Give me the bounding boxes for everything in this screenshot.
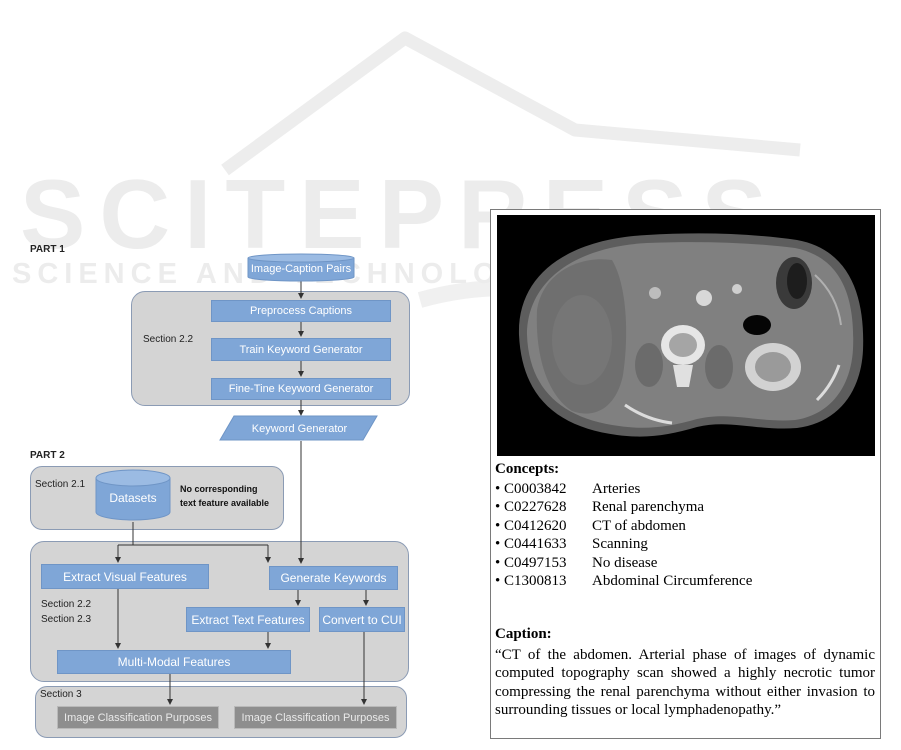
concept-name: No disease bbox=[592, 554, 658, 571]
part2-label: PART 2 bbox=[30, 450, 65, 461]
no-text-feature-note: No corresponding text feature available bbox=[180, 482, 269, 510]
bullet: • bbox=[495, 499, 501, 516]
keyword-generator-shape bbox=[219, 415, 378, 441]
example-panel: Concepts: • C0003842 Arteries • C0227628 R… bbox=[490, 209, 881, 739]
keyword-generator-node: Keyword Generator bbox=[251, 422, 348, 435]
note-line-1: No corresponding bbox=[180, 484, 258, 494]
generate-keywords-node: Generate Keywords bbox=[269, 566, 398, 590]
classification-left-node: Image Classification Purposes bbox=[57, 706, 219, 729]
ct-scan-image bbox=[497, 215, 875, 456]
list-item: • C0227628 Renal parenchyma bbox=[495, 498, 752, 516]
preprocess-captions-node: Preprocess Captions bbox=[211, 300, 391, 322]
extract-visual-features-node: Extract Visual Features bbox=[41, 564, 209, 589]
list-item: • C1300813 Abdominal Circumference bbox=[495, 572, 752, 590]
caption-text: “CT of the abdomen. Arterial phase of im… bbox=[495, 647, 875, 718]
datasets-cylinder-shape bbox=[95, 469, 171, 521]
concept-code: C1300813 bbox=[504, 573, 567, 590]
bullet: • bbox=[495, 517, 501, 534]
section-2-1-label: Section 2.1 bbox=[35, 479, 86, 490]
concept-name: Arteries bbox=[592, 481, 641, 497]
list-item: • C0003842 Arteries bbox=[495, 480, 752, 498]
section-2-3-label: Section 2.3 bbox=[41, 614, 92, 625]
bullet: • bbox=[495, 554, 501, 571]
concept-code: C0227628 bbox=[504, 499, 567, 516]
list-item: • C0441633 Scanning bbox=[495, 535, 752, 553]
concept-name: Renal parenchyma bbox=[592, 499, 705, 516]
concept-name: Scanning bbox=[592, 536, 648, 553]
section-2-2-label-mid: Section 2.2 bbox=[41, 599, 92, 610]
train-keyword-generator-node: Train Keyword Generator bbox=[211, 338, 391, 361]
concept-code: C0497153 bbox=[504, 554, 567, 571]
bullet: • bbox=[495, 481, 501, 497]
concept-name: Abdominal Circumference bbox=[592, 573, 753, 590]
image-caption-pairs-shape bbox=[247, 253, 355, 282]
note-line-2: text feature available bbox=[180, 498, 270, 508]
extract-text-features-node: Extract Text Features bbox=[186, 607, 310, 632]
classification-right-node: Image Classification Purposes bbox=[234, 706, 397, 729]
concept-name: CT of abdomen bbox=[592, 517, 686, 534]
part1-label: PART 1 bbox=[30, 244, 65, 255]
concepts-list: • C0003842 Arteries • C0227628 Renal paren… bbox=[495, 480, 752, 590]
section-3-label: Section 3 bbox=[40, 689, 82, 700]
image-caption-pairs-node: Image-Caption Pairs bbox=[250, 263, 352, 275]
section-2-2-label-top: Section 2.2 bbox=[143, 334, 194, 345]
multi-modal-features-node: Multi-Modal Features bbox=[57, 650, 291, 674]
concepts-heading: Concepts: bbox=[495, 461, 560, 477]
list-item: • C0412620 CT of abdomen bbox=[495, 517, 752, 535]
convert-to-cui-node: Convert to CUI bbox=[319, 607, 405, 632]
concept-code: C0412620 bbox=[504, 517, 567, 534]
datasets-node: Datasets bbox=[109, 491, 157, 505]
caption-heading: Caption: bbox=[495, 626, 552, 642]
concept-code: C0003842 bbox=[504, 481, 567, 497]
bullet: • bbox=[495, 536, 501, 553]
finetune-keyword-generator-node: Fine-Tine Keyword Generator bbox=[211, 378, 391, 400]
bullet: • bbox=[495, 573, 501, 590]
list-item: • C0497153 No disease bbox=[495, 554, 752, 572]
flowchart-connectors bbox=[95, 253, 378, 705]
concept-code: C0441633 bbox=[504, 536, 567, 553]
